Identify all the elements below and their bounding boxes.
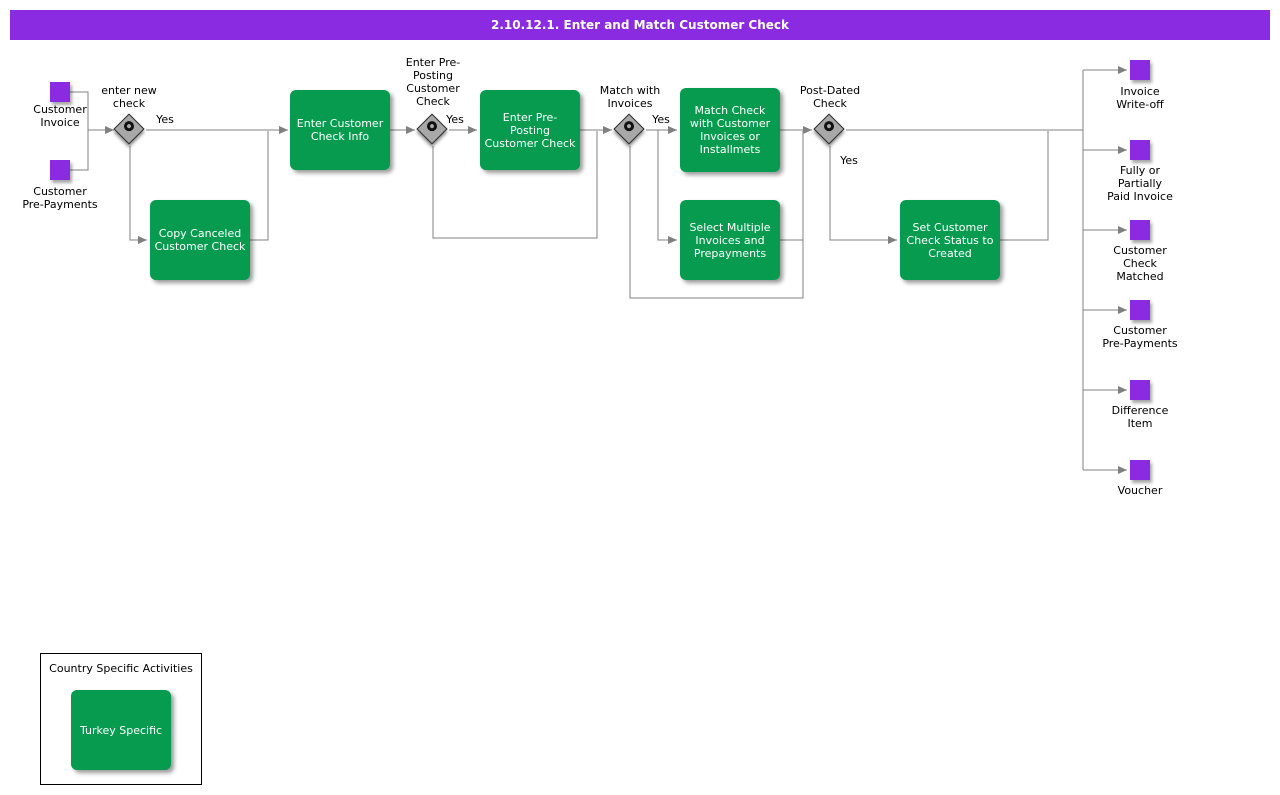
event-invoice-write-off[interactable] [1130, 60, 1150, 80]
gateway-enter-new-check[interactable] [113, 113, 145, 145]
flow-connector [1000, 131, 1049, 241]
gateway-post-dated-check-label: Post-Dated Check [799, 84, 861, 110]
gateway-enter-new-check-yes-label: Yes [156, 113, 174, 126]
flow-connector [70, 130, 89, 171]
gateway-enter-pre-posting-label: Enter Pre- Posting Customer Check [405, 56, 461, 108]
event-customer-check-matched[interactable] [1130, 220, 1150, 240]
gateway-enter-pre-posting-yes-label: Yes [446, 113, 464, 126]
page-title: 2.10.12.1. Enter and Match Customer Chec… [490, 18, 790, 32]
gateway-match-with-invoices-yes-label: Yes [652, 113, 670, 126]
gateway-match-with-invoices[interactable] [613, 113, 645, 145]
activity-enter-customer-check-info[interactable]: Enter Customer Check Info [290, 90, 390, 170]
activity-match-check-with-customer-invoices[interactable]: Match Check with Customer Invoices or In… [680, 88, 780, 172]
event-difference-item-label: Difference Item [1111, 404, 1169, 430]
gateway-post-dated-check-yes-label: Yes [840, 154, 858, 167]
activity-turkey-specific[interactable]: Turkey Specific [71, 690, 171, 770]
event-voucher[interactable] [1130, 460, 1150, 480]
flow-connector [250, 131, 269, 241]
flow-connector [657, 130, 677, 244]
event-fully-or-partially-paid-invoice[interactable] [1130, 140, 1150, 160]
event-customer-pre-payments-in-label: Customer Pre-Payments [22, 185, 98, 211]
gateway-post-dated-check[interactable] [813, 113, 845, 145]
diagram-title-bar: 2.10.12.1. Enter and Match Customer Chec… [10, 10, 1270, 40]
event-fully-or-partially-paid-invoice-label: Fully or Partially Paid Invoice [1107, 164, 1173, 203]
gateway-ring-icon [621, 119, 637, 134]
event-invoice-write-off-label: Invoice Write-off [1116, 85, 1164, 111]
event-customer-pre-payments-out[interactable] [1130, 300, 1150, 320]
event-customer-invoice[interactable] [50, 82, 70, 102]
gateway-ring-icon [821, 119, 837, 134]
gateway-ring-icon [424, 119, 440, 134]
event-difference-item[interactable] [1130, 380, 1150, 400]
event-customer-pre-payments-in[interactable] [50, 160, 70, 180]
country-specific-activities-box: Country Specific Activities Turkey Speci… [40, 653, 202, 785]
event-customer-pre-payments-out-label: Customer Pre-Payments [1102, 324, 1178, 350]
gateway-ring-icon [121, 119, 137, 134]
event-customer-check-matched-label: Customer Check Matched [1113, 244, 1167, 283]
gateway-match-with-invoices-label: Match with Invoices [599, 84, 661, 110]
activity-select-multiple-invoices[interactable]: Select Multiple Invoices and Prepayments [680, 200, 780, 280]
activity-enter-pre-posting-customer-check[interactable]: Enter Pre- Posting Customer Check [480, 90, 580, 170]
country-specific-activities-title: Country Specific Activities [49, 662, 193, 675]
event-voucher-label: Voucher [1117, 484, 1163, 497]
activity-copy-canceled-customer-check[interactable]: Copy Canceled Customer Check [150, 200, 250, 280]
activity-set-customer-check-status-created[interactable]: Set Customer Check Status to Created [900, 200, 1000, 280]
flow-connector [780, 131, 804, 241]
gateway-enter-new-check-label: enter new check [101, 84, 157, 110]
event-customer-invoice-label: Customer Invoice [33, 103, 87, 129]
flow-connector [129, 146, 147, 244]
